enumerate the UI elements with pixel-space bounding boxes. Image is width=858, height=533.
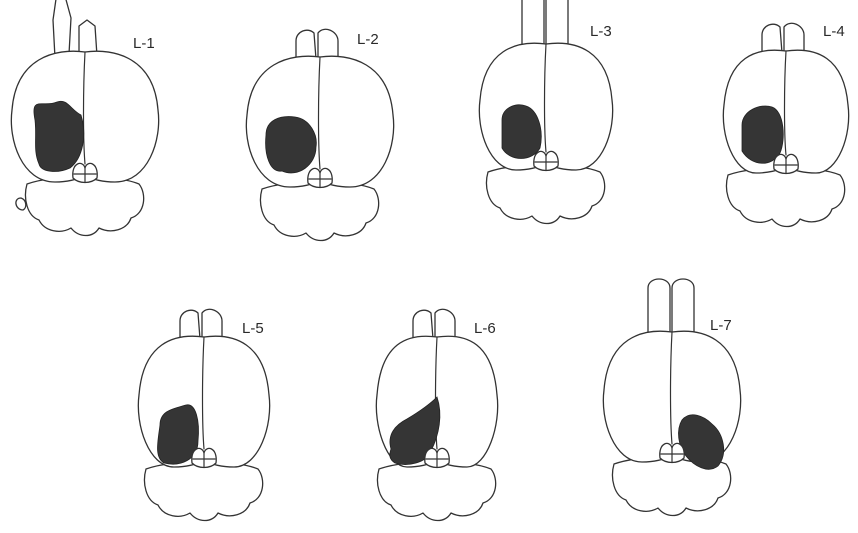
cerebellum <box>26 177 144 236</box>
olfactory-bulbs <box>53 0 97 58</box>
panel-label: L-7 <box>710 317 732 334</box>
colliculi <box>774 154 798 173</box>
brain-panel: L-6 <box>376 309 497 520</box>
colliculi <box>73 163 97 182</box>
panel-label: L-1 <box>133 35 155 52</box>
lesion-area <box>742 106 783 163</box>
colliculi <box>192 448 216 467</box>
brain-panel: L-2 <box>246 29 393 240</box>
panel-label: L-6 <box>474 320 496 337</box>
cerebellum <box>487 165 605 224</box>
panel-label: L-2 <box>357 31 379 48</box>
colliculi <box>534 151 558 170</box>
colliculi <box>308 168 332 187</box>
lesion-area <box>266 117 317 173</box>
tissue-fragment <box>16 198 26 210</box>
cerebellum <box>261 182 379 241</box>
brain-panel: L-4 <box>723 23 848 227</box>
panel-label: L-4 <box>823 23 845 40</box>
panels-group: L-1 L-2 L-3 L-4L-5 L-6 L-7 <box>11 0 848 521</box>
cerebellum <box>145 462 263 521</box>
cerebellum <box>727 168 845 227</box>
colliculi <box>660 443 684 462</box>
colliculi <box>425 448 449 467</box>
brain-panel: L-7 <box>603 279 740 516</box>
panel-label: L-5 <box>242 320 264 337</box>
cerebellum <box>378 462 496 521</box>
lesion-area <box>34 101 84 171</box>
brain-panel: L-3 <box>479 0 612 224</box>
brain-panel: L-5 <box>138 309 269 520</box>
brain-panel: L-1 <box>11 0 158 236</box>
panel-label: L-3 <box>590 23 612 40</box>
